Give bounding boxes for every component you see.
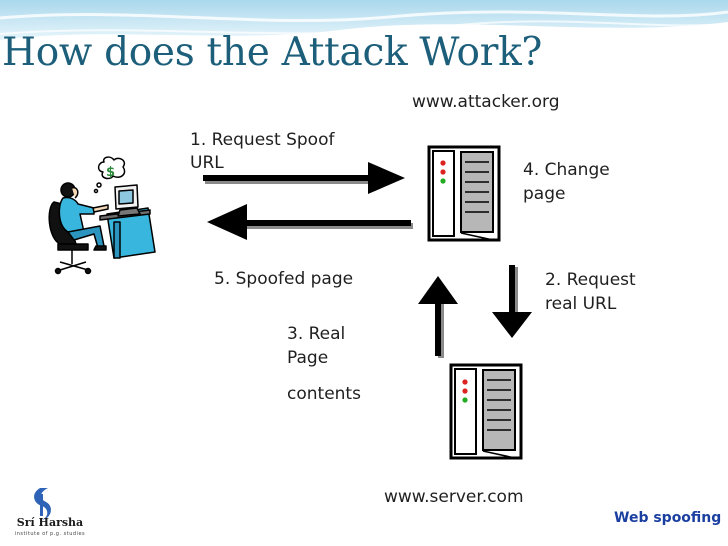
step5-label: 5. Spoofed page <box>214 269 354 289</box>
attacker-host-label: www.attacker.org <box>412 92 560 112</box>
step2-label-line2: real URL <box>545 294 617 314</box>
step1-label-line1: 1. Request Spoof <box>190 130 335 150</box>
arrow-request-spoof <box>203 162 405 194</box>
server-host-label: www.server.com <box>384 487 524 507</box>
dollar-sign-icon: $ <box>106 165 115 180</box>
institute-logo-subtitle: institute of p.g. studies <box>14 531 86 537</box>
header-banner <box>0 0 728 60</box>
step1-label-line2: URL <box>190 153 224 173</box>
footer-topic: Web spoofing <box>614 510 722 526</box>
step4-label-line2: page <box>523 184 566 204</box>
arrow-request-real <box>492 265 532 338</box>
slide-title: How does the Attack Work? <box>2 30 543 75</box>
step2-label-line1: 2. Request <box>545 270 636 290</box>
step3-label-line1: 3. Real <box>287 324 346 344</box>
arrow-spoofed-page <box>207 204 413 240</box>
institute-logo-icon <box>34 488 51 520</box>
attacker-server-icon <box>427 145 501 242</box>
arrow-real-contents <box>418 276 458 358</box>
step3-label-line2: Page <box>287 348 329 368</box>
step3-label-line3: contents <box>287 384 361 404</box>
attacker-person-icon: $ <box>48 156 156 275</box>
step4-label-line1: 4. Change <box>523 160 610 180</box>
real-server-icon <box>449 363 523 460</box>
institute-logo-name: Srí Harsha <box>16 516 84 529</box>
